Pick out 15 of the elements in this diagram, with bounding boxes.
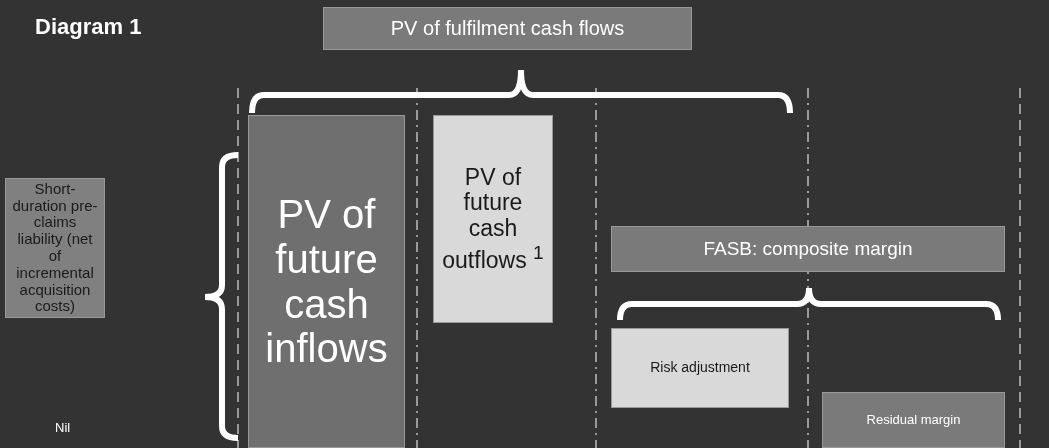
node-text: Short-duration pre-claims liability (net of incremental acquisition costs) (11, 180, 99, 316)
process-box (611, 226, 1005, 272)
node-text: PV of future cash inflows (264, 191, 389, 372)
node-text: Residual margin (866, 412, 961, 428)
process-box (433, 115, 553, 323)
diagram-title: Diagram 1 (35, 14, 142, 40)
process-box (611, 328, 789, 408)
process-box (323, 7, 692, 50)
node-text: PV of future cash outflows $^{1}$ (441, 164, 545, 274)
process-box (248, 115, 405, 448)
node-text: FASB: composite margin (703, 238, 913, 260)
note-label: Nil (55, 420, 71, 435)
node-text: Risk adjustment (650, 360, 750, 376)
node-text: PV of fulfilment cash flows (390, 17, 625, 40)
process-box (822, 392, 1005, 448)
